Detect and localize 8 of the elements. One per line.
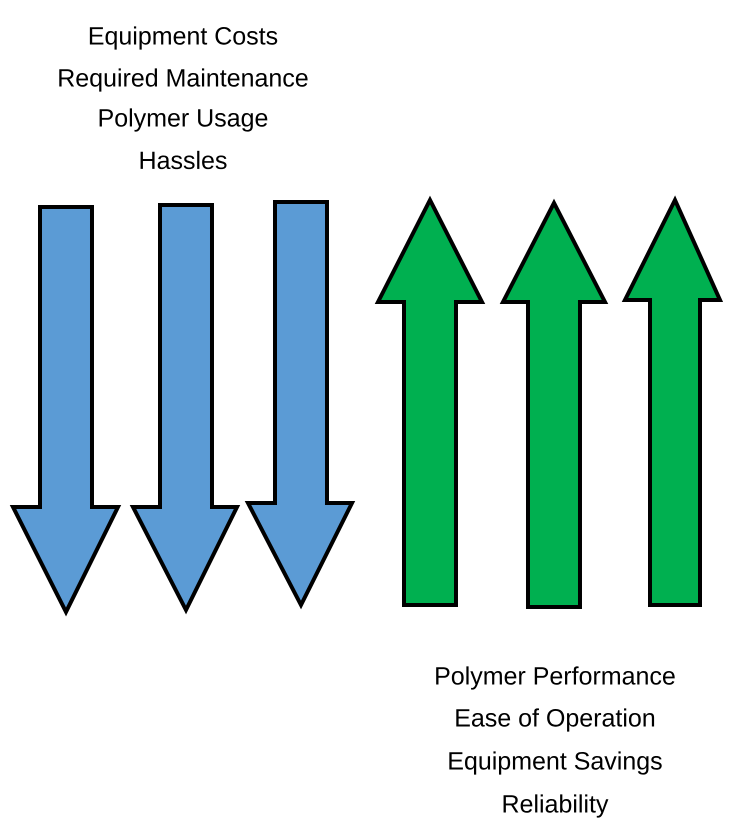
label: Polymer Usage [100, 108, 268, 132]
label: Ease of Operation [456, 708, 654, 732]
label: Equipment Savings [449, 751, 662, 775]
label: Equipment Costs [90, 26, 278, 50]
label: Reliability [504, 794, 608, 818]
label: Polymer Performance [436, 666, 675, 690]
label: Hassles [140, 150, 227, 170]
label: Required Maintenance [59, 68, 308, 92]
